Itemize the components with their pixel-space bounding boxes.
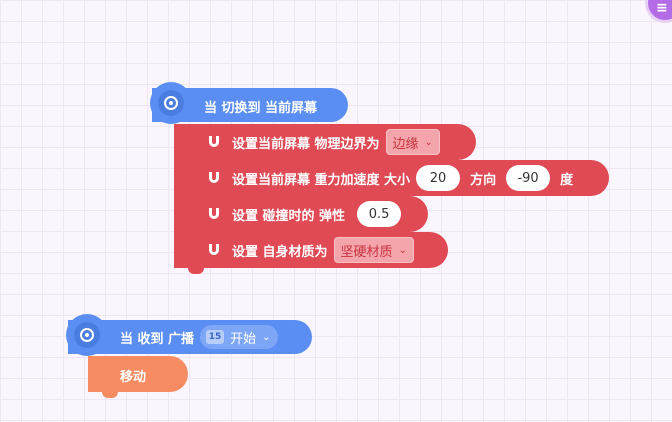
broadcast-dropdown[interactable]: 15 开始 ⌄ bbox=[200, 325, 279, 349]
material-dropdown[interactable]: 坚硬材质 ⌄ bbox=[333, 237, 414, 263]
hat-label: 当 切换到 当前屏幕 bbox=[204, 101, 318, 116]
set-bounciness-block[interactable]: 设置 碰撞时的 弹性 0.5 bbox=[174, 196, 428, 232]
list-icon: ≡ bbox=[656, 0, 668, 16]
set-gravity-block[interactable]: 设置当前屏幕 重力加速度 大小 20 方向 -90 度 bbox=[174, 160, 609, 196]
dropdown-value: 坚硬材质 bbox=[340, 244, 393, 260]
hat-cap bbox=[66, 314, 108, 356]
broadcast-number-badge: 15 bbox=[206, 330, 225, 344]
toolbox-toggle-button[interactable]: ≡ bbox=[648, 0, 672, 20]
block-label: 设置 自身材质为 bbox=[232, 244, 328, 260]
direction-label: 方向 bbox=[470, 172, 497, 188]
broadcast-message: 开始 bbox=[230, 331, 257, 347]
broadcast-icon bbox=[158, 90, 184, 116]
block-label: 设置当前屏幕 物理边界为 bbox=[232, 136, 380, 152]
when-switch-screen-hat[interactable]: 当 切换到 当前屏幕 bbox=[150, 82, 348, 124]
chevron-down-icon: ⌄ bbox=[262, 331, 271, 343]
broadcast-icon bbox=[74, 322, 100, 348]
block-label: 设置 碰撞时的 弹性 bbox=[232, 208, 346, 224]
hat-label: 当 收到 广播 bbox=[120, 331, 195, 347]
gravity-direction-input[interactable]: -90 bbox=[506, 165, 551, 191]
magnet-icon bbox=[204, 207, 224, 221]
magnet-icon bbox=[204, 135, 224, 149]
set-boundary-block[interactable]: 设置当前屏幕 物理边界为 边缘 ⌄ bbox=[174, 124, 476, 160]
chevron-down-icon: ⌄ bbox=[424, 136, 433, 148]
move-label: 移动 bbox=[120, 370, 147, 385]
magnet-icon bbox=[204, 243, 224, 257]
bounciness-input[interactable]: 0.5 bbox=[357, 201, 402, 227]
block-label: 设置当前屏幕 重力加速度 大小 bbox=[232, 172, 411, 188]
gravity-size-input[interactable]: 20 bbox=[416, 165, 461, 191]
block-notch bbox=[188, 267, 204, 274]
boundary-dropdown[interactable]: 边缘 ⌄ bbox=[385, 129, 440, 155]
move-block[interactable]: 移动 bbox=[88, 356, 188, 398]
degree-label: 度 bbox=[560, 172, 574, 188]
hat-cap bbox=[150, 82, 192, 124]
magnet-icon bbox=[204, 171, 224, 185]
when-receive-broadcast-hat[interactable]: 当 收到 广播 15 开始 ⌄ bbox=[66, 314, 312, 356]
dropdown-value: 边缘 bbox=[392, 136, 419, 152]
hat-content: 当 收到 广播 15 开始 ⌄ bbox=[120, 325, 279, 349]
block-notch bbox=[102, 391, 118, 398]
set-material-block[interactable]: 设置 自身材质为 坚硬材质 ⌄ bbox=[174, 232, 448, 274]
chevron-down-icon: ⌄ bbox=[398, 244, 407, 256]
